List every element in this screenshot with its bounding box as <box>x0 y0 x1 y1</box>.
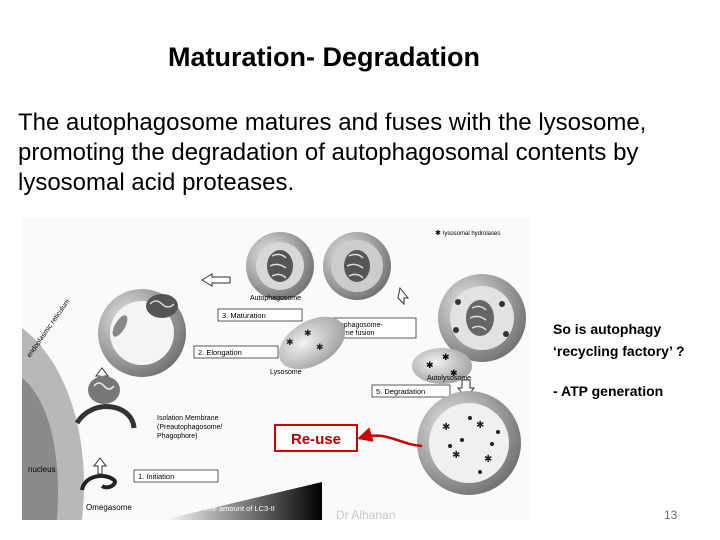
lysosome-label: Lysosome <box>270 369 302 376</box>
step-initiation: 1. Initiation <box>138 472 174 481</box>
autophagy-diagram: endoplasmic reticulum nucleus Omegasome … <box>22 218 530 520</box>
svg-text:✱: ✱ <box>450 368 458 378</box>
atp-generation-point: - ATP generation <box>553 383 664 399</box>
slide-body-text: The autophagosome matures and fuses with… <box>18 109 647 196</box>
nucleus-shape <box>22 378 58 520</box>
arrow-to-fusion <box>397 286 410 306</box>
step-degradation: 5. Degradation <box>376 387 425 396</box>
omegasome-label: Omegasome <box>86 503 132 512</box>
svg-text:✱: ✱ <box>304 328 312 338</box>
arrow-to-autophagosome <box>201 273 231 287</box>
svg-text:✱: ✱ <box>476 420 484 431</box>
svg-text:✱: ✱ <box>442 422 450 433</box>
autophagy-figure: endoplasmic reticulum nucleus Omegasome … <box>22 218 530 520</box>
step-elongation: 2. Elongation <box>198 348 242 357</box>
legend-label: lysosomal hydrolases <box>443 231 500 237</box>
step-maturation-box <box>217 308 303 322</box>
autolysosome-label: Autolysosome <box>427 375 471 382</box>
reuse-arrow <box>357 427 423 448</box>
reuse-box: Re-use <box>274 424 358 452</box>
side-question-line-1: So is autophagy <box>553 321 662 337</box>
autophagosome-label: Autophagosome <box>250 295 301 302</box>
isolation-label-2: (Preautophagosome/ <box>157 424 222 431</box>
cargo-mitochondrion-1 <box>146 294 178 318</box>
free-mitochondrion <box>88 376 120 404</box>
isolation-label-1: Isolation Membrane <box>157 415 219 422</box>
isolation-label-3: Phagophore) <box>157 433 197 440</box>
step-initiation-box <box>133 469 219 483</box>
slide-number: 13 <box>664 508 678 522</box>
arrow-up-1 <box>93 457 107 475</box>
lc3-gradient-triangle <box>162 482 322 520</box>
svg-text:✱: ✱ <box>286 337 294 347</box>
lc3-label: The amount of LC3-II <box>204 504 275 513</box>
legend-star-icon: ✱ <box>435 229 441 237</box>
isolation-membrane-shape <box>74 404 137 429</box>
slide-footer: Dr Alhanan <box>336 508 396 522</box>
side-question-line-2: ‘recycling factory’ ? <box>553 343 685 359</box>
degraded-contents: ✱ ✱ ✱ ✱ <box>442 416 500 474</box>
autolysosome-small <box>412 348 472 384</box>
svg-text:✱: ✱ <box>452 450 460 461</box>
step-degradation-box <box>371 384 451 398</box>
step-fusion-1: 4. Autophagosome- <box>322 322 383 329</box>
svg-text:✱: ✱ <box>426 360 434 370</box>
svg-text:✱: ✱ <box>316 342 324 352</box>
step-maturation: 3. Maturation <box>222 311 266 320</box>
step-elongation-box <box>193 345 279 359</box>
side-question: So is autophagy ‘recycling factory’ ? <box>553 318 685 362</box>
step-fusion-2: Lysosome fusion <box>322 330 374 337</box>
svg-text:✱: ✱ <box>484 454 492 465</box>
svg-text:✱: ✱ <box>442 352 450 362</box>
omegasome-shape <box>80 473 117 491</box>
nucleus-label: nucleus <box>28 465 56 474</box>
slide-title: Maturation- Degradation <box>168 42 481 72</box>
lysosome-shape <box>278 316 346 370</box>
